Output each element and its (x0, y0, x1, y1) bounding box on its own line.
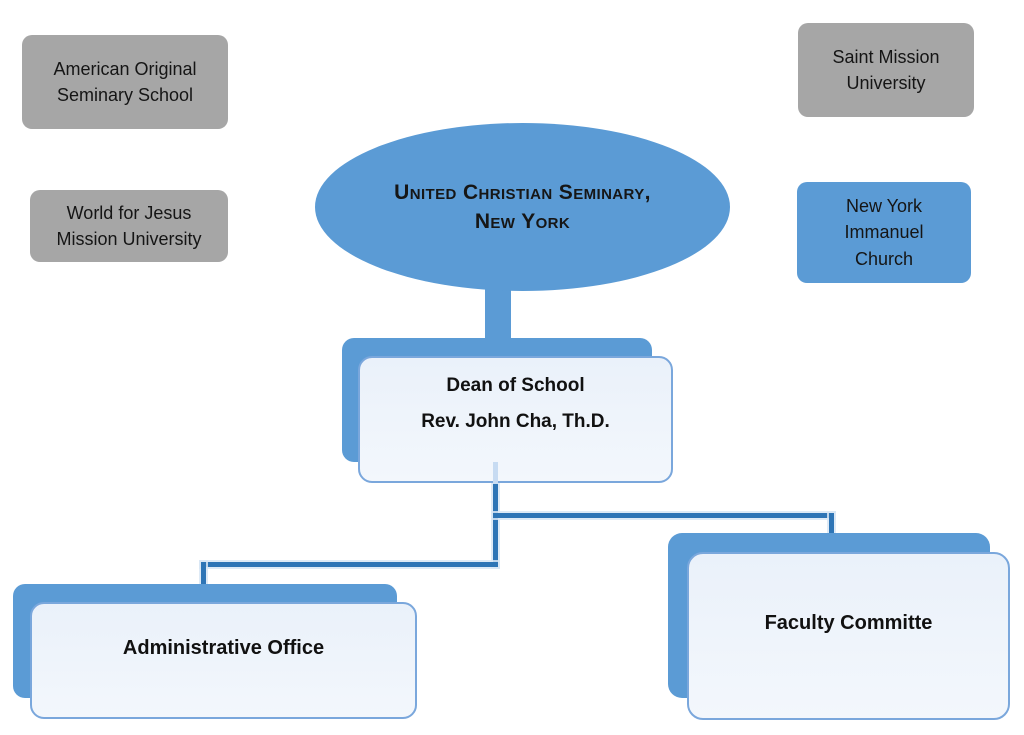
root-title: United Christian Seminary, New York (394, 180, 651, 233)
affiliate-box-american-original-seminary-school: American Original Seminary School (22, 35, 228, 129)
connector-through-dean-box (493, 462, 498, 484)
dean-person: Rev. John Cha, Th.D. (421, 411, 610, 432)
connector-horizontal-left (201, 562, 498, 567)
admin-office-label: Administrative Office (122, 637, 325, 659)
affiliate-label: New York Immanuel Church (844, 196, 924, 269)
connector-dean-vertical (493, 440, 498, 567)
affiliate-label: Saint Mission University (832, 46, 940, 93)
connector-horizontal-right (493, 513, 834, 518)
dean-role: Dean of School (446, 375, 585, 396)
dean-box: Dean of School Rev. John Cha, Th.D. (358, 356, 673, 483)
affiliate-box-saint-mission-university: Saint Mission University (798, 23, 974, 117)
affiliate-label: American Original Seminary School (53, 58, 197, 105)
root-ellipse: United Christian Seminary, New York (315, 123, 730, 291)
affiliate-box-new-york-immanuel-church: New York Immanuel Church (797, 182, 971, 283)
connector-drop-admin (201, 562, 206, 590)
affiliate-box-world-for-jesus-mission-university: World for Jesus Mission University (30, 190, 228, 262)
faculty-committee-label: Faculty Committe (764, 612, 933, 634)
faculty-committee-box: Faculty Committe (687, 552, 1010, 720)
admin-office-box: Administrative Office (30, 602, 417, 719)
connector-drop-faculty (829, 513, 834, 539)
affiliate-label: World for Jesus Mission University (56, 202, 202, 249)
